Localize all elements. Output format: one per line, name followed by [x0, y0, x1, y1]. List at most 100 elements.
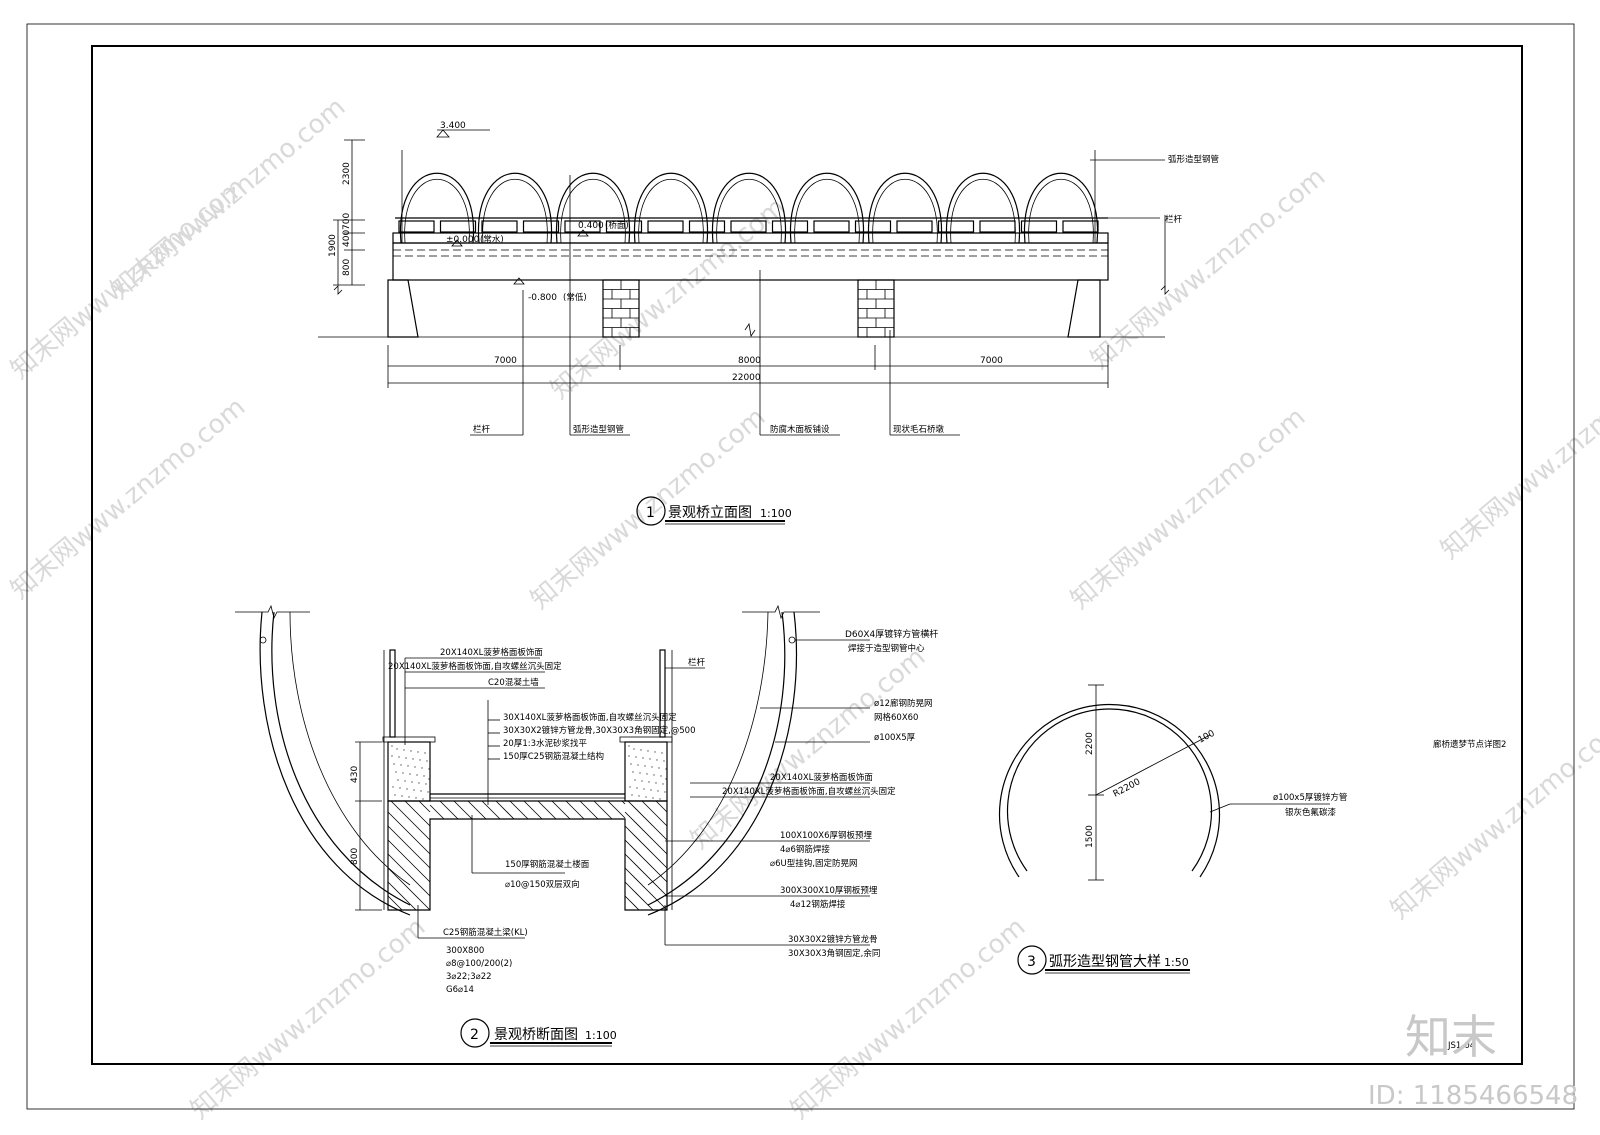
- detail-title-number: 3: [1027, 954, 1036, 970]
- svg-text:栏杆: 栏杆: [688, 657, 706, 668]
- svg-text:400: 400: [342, 230, 352, 247]
- pier-left: [602, 279, 640, 338]
- svg-text:现状毛石桥墩: 现状毛石桥墩: [893, 424, 945, 435]
- elevation-scale: 1:100: [760, 507, 792, 520]
- arch-pipe: [867, 172, 943, 244]
- svg-text:4⌀6钢筋焊接: 4⌀6钢筋焊接: [780, 844, 830, 855]
- section-structure: [387, 800, 668, 911]
- arch-pipe-inner: [716, 178, 782, 244]
- arch-pipe-inner: [638, 178, 704, 244]
- svg-text:焊接于造型钢管中心: 焊接于造型钢管中心: [848, 643, 925, 654]
- watermark-layer: 知末网www.znzmo.com 知末网www.znzmo.com 知末网www.z…: [5, 92, 1600, 1125]
- svg-text:300X300X10厚钢板预埋: 300X300X10厚钢板预埋: [780, 885, 878, 896]
- railing-panel: [1020, 220, 1058, 233]
- arc-steel-pipes: [399, 150, 1099, 244]
- dim-mid-span: 8000: [738, 356, 761, 366]
- arch-pipe-inner: [950, 178, 1016, 244]
- railing-panel: [564, 220, 601, 233]
- watermark-text: 知末网www.znzmo.com: [5, 392, 251, 605]
- railing-panel: [398, 220, 435, 233]
- elevation-title: 景观桥立面图: [668, 505, 752, 521]
- watermark-text: 知末网www.znzmo.com: [1065, 402, 1311, 615]
- svg-text:20X140XL菠萝格面板饰面,自攻螺丝沉头固定: 20X140XL菠萝格面板饰面,自攻螺丝沉头固定: [722, 786, 896, 797]
- svg-text:C25钢筋混凝土梁(KL): C25钢筋混凝土梁(KL): [443, 927, 528, 938]
- arc-pipe-detail: 2200 1500 R2200 100 ø100x5厚镀锌方管 银灰色氟碳漆 3…: [998, 684, 1347, 975]
- inner-border: [91, 45, 1523, 1065]
- railing-panel: [813, 220, 850, 233]
- id-watermark: ID: 1185466548: [1368, 1081, 1578, 1111]
- svg-text:(常低): (常低): [563, 292, 587, 303]
- arch-pipe-inner: [872, 178, 938, 244]
- arch-pipe: [789, 172, 865, 244]
- svg-text:⌀10@150双层双向: ⌀10@150双层双向: [505, 879, 580, 890]
- railing-panel: [896, 220, 933, 233]
- svg-text:4⌀12钢筋焊接: 4⌀12钢筋焊接: [790, 899, 846, 910]
- svg-text:银灰色氟碳漆: 银灰色氟碳漆: [1285, 807, 1337, 818]
- svg-text:300X800: 300X800: [446, 946, 484, 956]
- left-curb-wall: [387, 741, 431, 802]
- svg-text:30X30X3角钢固定,余同: 30X30X3角钢固定,余同: [788, 948, 880, 959]
- label-railing: 栏杆: [1165, 214, 1183, 225]
- dim-total: 22000: [732, 373, 761, 383]
- watermark-text: 知末网www.znzmo.com: [1085, 162, 1331, 375]
- railing-panel: [439, 220, 477, 233]
- level-top: 3.400: [440, 121, 466, 131]
- svg-text:2200: 2200: [1085, 732, 1095, 755]
- svg-text:1500: 1500: [1085, 825, 1095, 848]
- railing-panel: [481, 220, 518, 233]
- detail-scale: 1:50: [1164, 956, 1189, 969]
- elevation-title-number: 1: [646, 505, 655, 521]
- svg-text:⌀8@100/200(2): ⌀8@100/200(2): [446, 959, 512, 969]
- svg-text:700: 700: [342, 213, 352, 230]
- svg-text:430: 430: [350, 766, 360, 783]
- section-right-notes: D60X4厚镀锌方管横杆 焊接于造型钢管中心 ø12廊钢防晃网 网格60X60 …: [664, 628, 938, 959]
- rail-post-right: [659, 649, 666, 738]
- watermark-text: 知末网www.znzmo.com: [105, 92, 351, 305]
- svg-text:2300: 2300: [342, 162, 352, 185]
- pier-right: [857, 279, 895, 338]
- svg-text:⌀6U型挂钩,固定防晃网: ⌀6U型挂钩,固定防晃网: [770, 858, 857, 869]
- sheet-stamp: JS1-04: [1447, 1041, 1475, 1051]
- railing-panel: [647, 220, 684, 233]
- svg-text:ø100X5厚: ø100X5厚: [874, 733, 916, 743]
- svg-text:ø100x5厚镀锌方管: ø100x5厚镀锌方管: [1273, 792, 1347, 803]
- svg-text:150厚钢筋混凝土楼面: 150厚钢筋混凝土楼面: [505, 859, 590, 870]
- svg-text:3⌀22;3⌀22: 3⌀22;3⌀22: [446, 972, 492, 982]
- svg-text:栏杆: 栏杆: [473, 424, 491, 435]
- brand-watermark: 知末: [1405, 1010, 1497, 1064]
- deck-slab: [392, 242, 1109, 281]
- svg-text:ø12廊钢防晃网: ø12廊钢防晃网: [874, 698, 933, 709]
- arch-pipe: [555, 172, 631, 244]
- arch-pipe-inner: [794, 178, 860, 244]
- bridge-section: 430 800 20X140XL菠萝格面板饰面 20X140XL菠萝格面板饰面,…: [235, 604, 938, 1048]
- arch-pipe: [711, 172, 787, 244]
- detail-title: 弧形造型钢管大样: [1049, 954, 1161, 970]
- svg-text:1900: 1900: [328, 234, 338, 257]
- watermark-text: 知末网www.znzmo.com: [185, 912, 431, 1125]
- elevation-horizontal-dims: 7000 8000 7000 22000: [387, 345, 1109, 388]
- section-title-number: 2: [470, 1027, 479, 1043]
- arc-thickness: 100: [1197, 729, 1217, 746]
- arch-pipe-inner: [482, 178, 548, 244]
- level-zero: ±0.000: [446, 235, 480, 245]
- railing-panel: [937, 220, 975, 233]
- dim-left-span: 7000: [494, 356, 517, 366]
- bridge-elevation: 3.400 0.400 (桥面) ±0.000 (常水) -0.800 (常低)…: [318, 121, 1219, 526]
- rail-post-left: [389, 649, 396, 738]
- right-abutment: [1067, 279, 1101, 338]
- arch-pipe-inner: [404, 178, 470, 244]
- svg-text:30X140XL菠萝格面板饰面,自攻螺丝沉头固定: 30X140XL菠萝格面板饰面,自攻螺丝沉头固定: [503, 712, 677, 723]
- arc-pipe-inner: [1006, 708, 1213, 872]
- svg-text:100X100X6厚钢板预埋: 100X100X6厚钢板预埋: [780, 830, 873, 841]
- outer-border: [26, 23, 1575, 1110]
- arc-pipe-outer: [998, 703, 1221, 878]
- svg-text:20厚1:3水泥砂浆找平: 20厚1:3水泥砂浆找平: [503, 738, 587, 749]
- svg-text:D60X4厚镀锌方管横杆: D60X4厚镀锌方管横杆: [845, 628, 938, 640]
- svg-text:30X30X2镀锌方管龙骨,30X30X3角钢固定,@500: 30X30X2镀锌方管龙骨,30X30X3角钢固定,@500: [503, 725, 696, 736]
- sheet-note: 廊桥遗梦节点详图2: [1433, 739, 1506, 750]
- svg-text:C20混凝土墙: C20混凝土墙: [488, 677, 539, 688]
- svg-text:20X140XL菠萝格面板饰面: 20X140XL菠萝格面板饰面: [440, 647, 543, 658]
- railing-panel: [979, 220, 1016, 233]
- elevation-vertical-dims: 2300 700 400 800 1900: [328, 139, 365, 295]
